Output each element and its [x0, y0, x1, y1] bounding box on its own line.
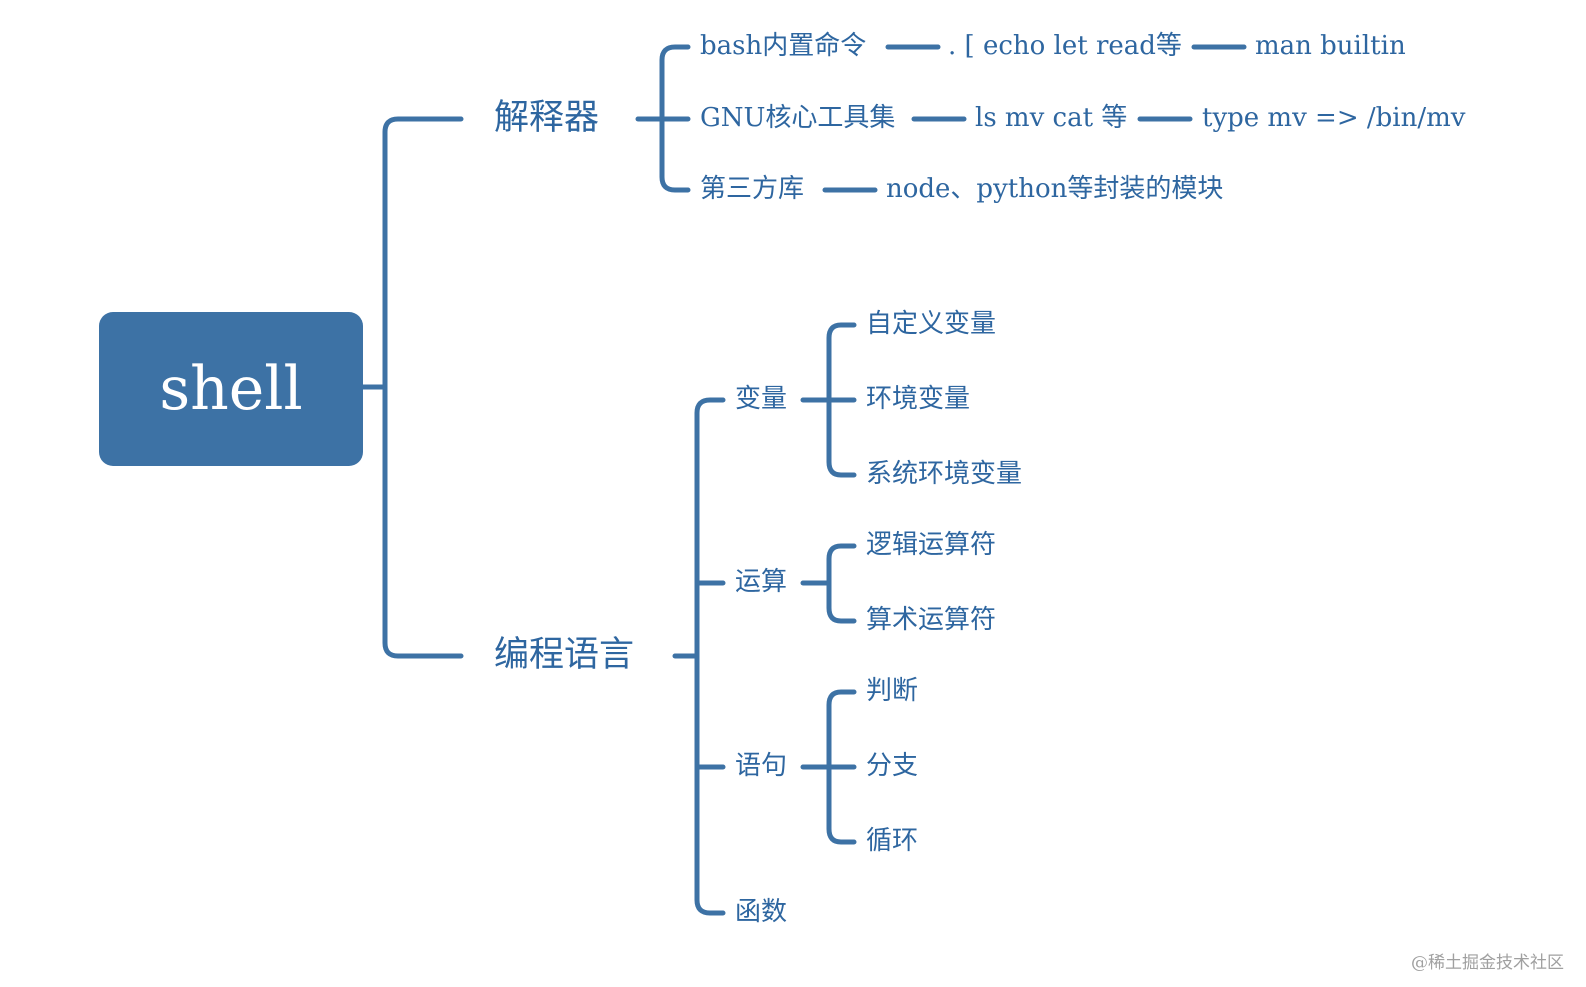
branch-programming-language: 编程语言 — [494, 635, 635, 675]
programming-bracket — [694, 397, 726, 916]
node-statements: 语句 — [735, 751, 788, 781]
branch-interpreter: 解释器 — [494, 98, 600, 138]
node-variables: 变量 — [735, 384, 788, 414]
operations-bracket — [826, 543, 857, 624]
node-third-party-examples: node、python等封装的模块 — [886, 174, 1224, 204]
leaf-env-variables: 环境变量 — [866, 384, 971, 414]
leaf-branch: 分支 — [866, 751, 919, 781]
level1-bracket — [382, 116, 464, 659]
node-functions: 函数 — [735, 897, 788, 927]
watermark: @稀土掘金技术社区 — [1411, 953, 1564, 973]
root-label: shell — [159, 354, 303, 424]
leaf-custom-variables: 自定义变量 — [866, 309, 997, 339]
root-node: shell — [99, 312, 363, 466]
leaf-loop: 循环 — [866, 826, 919, 856]
node-gnu-coreutils: GNU核心工具集 — [700, 103, 896, 133]
leaf-conditional: 判断 — [866, 676, 919, 706]
node-gnu-examples: ls mv cat 等 — [975, 103, 1128, 133]
node-bash-examples: . [ echo let read等 — [948, 31, 1182, 61]
leaf-system-env-variables: 系统环境变量 — [866, 459, 1023, 489]
node-third-party: 第三方库 — [700, 174, 805, 204]
node-gnu-type: type mv => /bin/mv — [1202, 103, 1466, 133]
leaf-arithmetic-operators: 算术运算符 — [866, 605, 997, 635]
node-bash-builtins: bash内置命令 — [700, 31, 867, 61]
leaf-logical-operators: 逻辑运算符 — [866, 530, 997, 560]
node-bash-man: man builtin — [1255, 31, 1406, 61]
node-operations: 运算 — [735, 567, 788, 597]
